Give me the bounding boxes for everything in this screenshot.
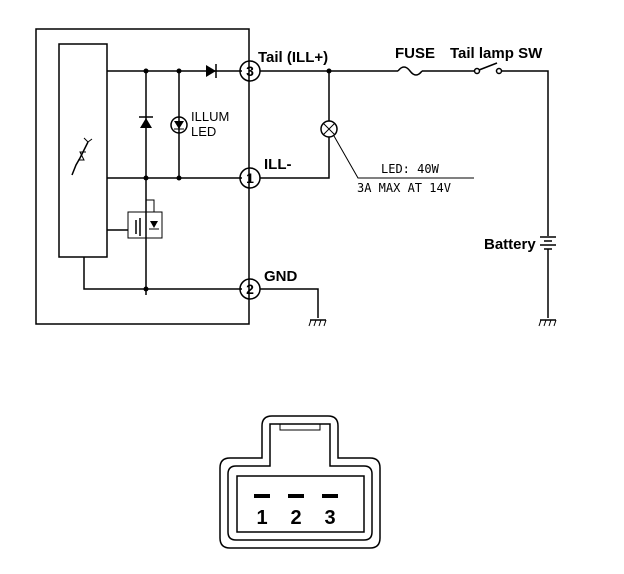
- diode-icon: [206, 64, 217, 78]
- tail-label: Tail (ILL+): [258, 49, 328, 66]
- led-rating-label: LED: 40W: [381, 162, 440, 176]
- connector-slot-1: [254, 494, 270, 498]
- controller-block: [58, 43, 108, 258]
- illum-label-line2: LED: [191, 124, 216, 139]
- transistor-icon: [107, 199, 163, 239]
- battery-icon: [540, 236, 556, 250]
- ground-icon-module: [308, 319, 327, 327]
- svg-text:1: 1: [246, 170, 254, 186]
- connector-pin-3-label: 3: [324, 507, 335, 529]
- fuse-icon: [397, 66, 423, 76]
- tail-lamp-sw-label: Tail lamp SW: [450, 45, 543, 62]
- pin-3-terminal: 3: [239, 60, 261, 82]
- fuse-label: FUSE: [395, 45, 435, 62]
- thermistor-icon: [71, 137, 93, 176]
- connector-face: 1 2 3: [219, 415, 381, 549]
- svg-text:2: 2: [246, 281, 254, 297]
- connector-slot-3: [322, 494, 338, 498]
- ill-minus-label: ILL-: [264, 156, 292, 173]
- ground-icon-battery: [538, 319, 557, 327]
- diode-vertical-icon: [139, 116, 153, 128]
- pin-2-terminal: 2: [239, 278, 261, 300]
- battery-label: Battery: [484, 236, 536, 253]
- connector-slot-2: [288, 494, 304, 498]
- switch-icon: [473, 62, 503, 75]
- gnd-label: GND: [264, 268, 298, 285]
- lamp-icon: [320, 120, 338, 138]
- illum-led-icon: [170, 116, 188, 134]
- svg-text:3: 3: [246, 63, 254, 79]
- pin-1-terminal: 1: [239, 167, 261, 189]
- connector-pin-2-label: 2: [290, 507, 301, 529]
- current-rating-label: 3A MAX AT 14V: [357, 181, 451, 195]
- connector-pin-1-label: 1: [256, 507, 267, 529]
- illum-label-line1: ILLUM: [191, 109, 229, 124]
- module-box: [35, 28, 250, 325]
